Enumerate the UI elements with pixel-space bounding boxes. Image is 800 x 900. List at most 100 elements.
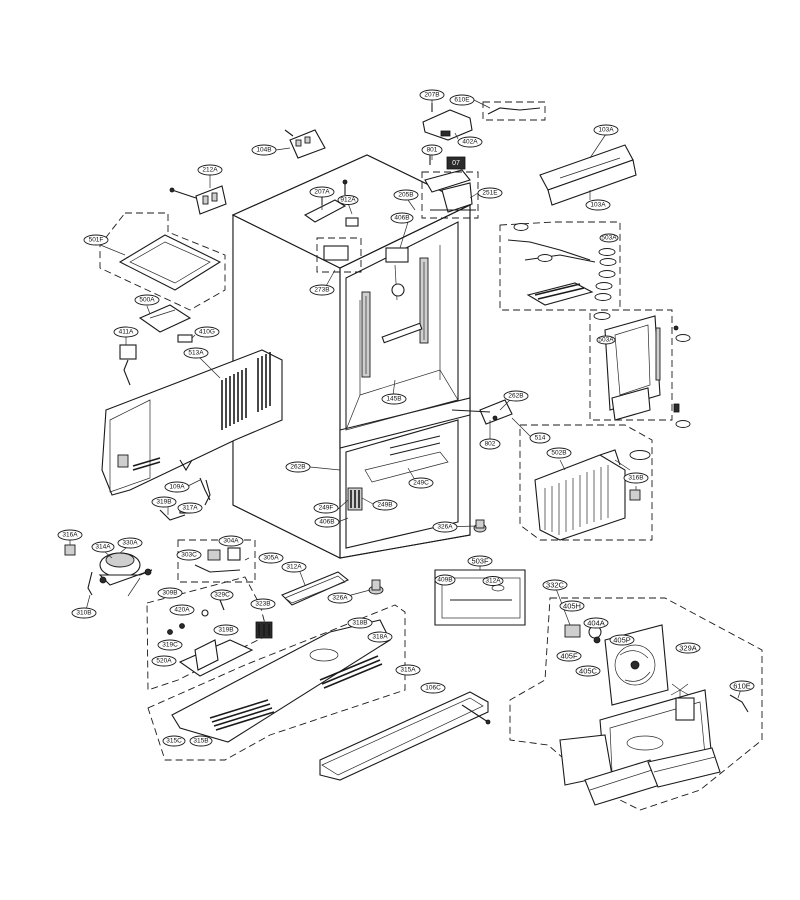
callout: 405C (575, 665, 601, 677)
callout-label: 319C (162, 642, 178, 649)
callout-label: 316B (628, 475, 643, 482)
callout: 249B (372, 499, 398, 511)
callout-label: 309B (162, 590, 177, 597)
callout-label: 315C (166, 738, 182, 745)
callout-label: 501F (89, 237, 104, 244)
callout: 330A (117, 537, 143, 549)
callout-label: 316A (62, 532, 78, 539)
callout-label: 329A (679, 644, 697, 653)
callout-label: 912A (340, 197, 356, 204)
callout-label: 514 (535, 435, 546, 442)
callout-label: 310B (76, 610, 91, 617)
callout: 315A (395, 664, 421, 676)
callout: 145B (381, 393, 407, 405)
callout-label: 323B (255, 601, 270, 608)
callout-label: 503A (601, 235, 617, 242)
callout-label: 317A (182, 505, 198, 512)
top-left-parts (99, 129, 326, 506)
callout: 503F (467, 555, 493, 567)
callout: 249C (408, 477, 434, 489)
callout-label: 329C (214, 592, 230, 599)
callout-label: 103A (598, 127, 614, 134)
callout: 420A (169, 604, 195, 616)
callout: 249F (313, 502, 339, 514)
callout-label: 303C (181, 552, 197, 559)
callout: 305A (258, 552, 284, 564)
callout: 314A (91, 541, 115, 553)
callout-label: 212A (202, 167, 218, 174)
callout: 513A (183, 347, 209, 359)
callout-label: 405F (560, 652, 578, 661)
callout: 303C (176, 549, 202, 561)
top-right-parts: 07 (422, 101, 680, 541)
callout-label: 802 (485, 441, 496, 448)
callout-label: 801 (427, 147, 438, 154)
callout-label: 405H (563, 602, 581, 611)
callout-label: 411A (119, 329, 134, 336)
callout-label: 304A (223, 538, 239, 545)
svg-text:07: 07 (452, 160, 460, 167)
callout: 503A (599, 233, 619, 243)
callout: 317A (177, 502, 203, 514)
callout: 329C (210, 589, 234, 601)
callout-label: 205B (398, 192, 413, 199)
callout-label: 315B (193, 738, 208, 745)
callout-label: 109A (169, 484, 185, 491)
callout-label: 500A (139, 297, 155, 304)
callout-label: 420A (174, 607, 190, 614)
callout: 205B (393, 189, 419, 201)
callout: 410G (194, 326, 220, 338)
callout: 502B (546, 447, 572, 459)
callout: 304A (218, 535, 244, 547)
callout: 207B (419, 89, 445, 101)
callout-label: 406B (319, 519, 334, 526)
callout-label: 207A (314, 189, 330, 196)
callout: 104B (251, 144, 277, 156)
callout-label: 103A (590, 202, 606, 209)
callout: 318A (367, 631, 393, 643)
callout: 405P (609, 634, 635, 646)
callout-label: 312A (485, 578, 501, 585)
callout: 106C (420, 682, 446, 694)
callout-label: 319B (218, 627, 233, 634)
callout: 503A (596, 335, 616, 345)
callout: 103A (593, 124, 619, 136)
callout-label: 318A (372, 634, 388, 641)
callout: 262B (503, 390, 529, 402)
callout: 404A (583, 617, 609, 629)
callout-label: 326A (437, 524, 453, 531)
callout: 310B (71, 607, 97, 619)
callout-label: 319B (156, 499, 171, 506)
callout: 406B (390, 212, 414, 224)
callout-label: 249C (413, 480, 429, 487)
callout: 610E (729, 680, 755, 692)
callout: 514 (529, 432, 551, 444)
callout: 309B (157, 587, 183, 599)
callout-label: 610E (454, 97, 470, 104)
callout: 319B (151, 496, 177, 508)
callout-label: 106C (425, 685, 441, 692)
callout: 312A (281, 561, 307, 573)
callout: 315C (162, 735, 186, 747)
unlabeled-callouts (513, 223, 691, 460)
callout: 500A (134, 294, 160, 306)
callout-label: 262B (290, 464, 305, 471)
bottom-right-parts (509, 597, 763, 811)
callout-label: 503F (471, 557, 489, 566)
callout: 406B (314, 516, 340, 528)
callout: 312A (482, 576, 504, 586)
callout-label: 332C (546, 581, 565, 590)
callout-label: 207B (424, 92, 439, 99)
callout-label: 513A (188, 350, 204, 357)
callout-label: 305A (263, 555, 279, 562)
callout: 520A (151, 655, 177, 667)
callout-label: 404A (587, 619, 605, 628)
callout: 109A (164, 481, 190, 493)
callout-label: 502B (551, 450, 566, 457)
callout: 405F (556, 650, 582, 662)
callout: 273B (309, 284, 335, 296)
callout-label: 402A (462, 139, 478, 146)
callout: 323B (250, 598, 276, 610)
callout-label: 273B (314, 287, 329, 294)
